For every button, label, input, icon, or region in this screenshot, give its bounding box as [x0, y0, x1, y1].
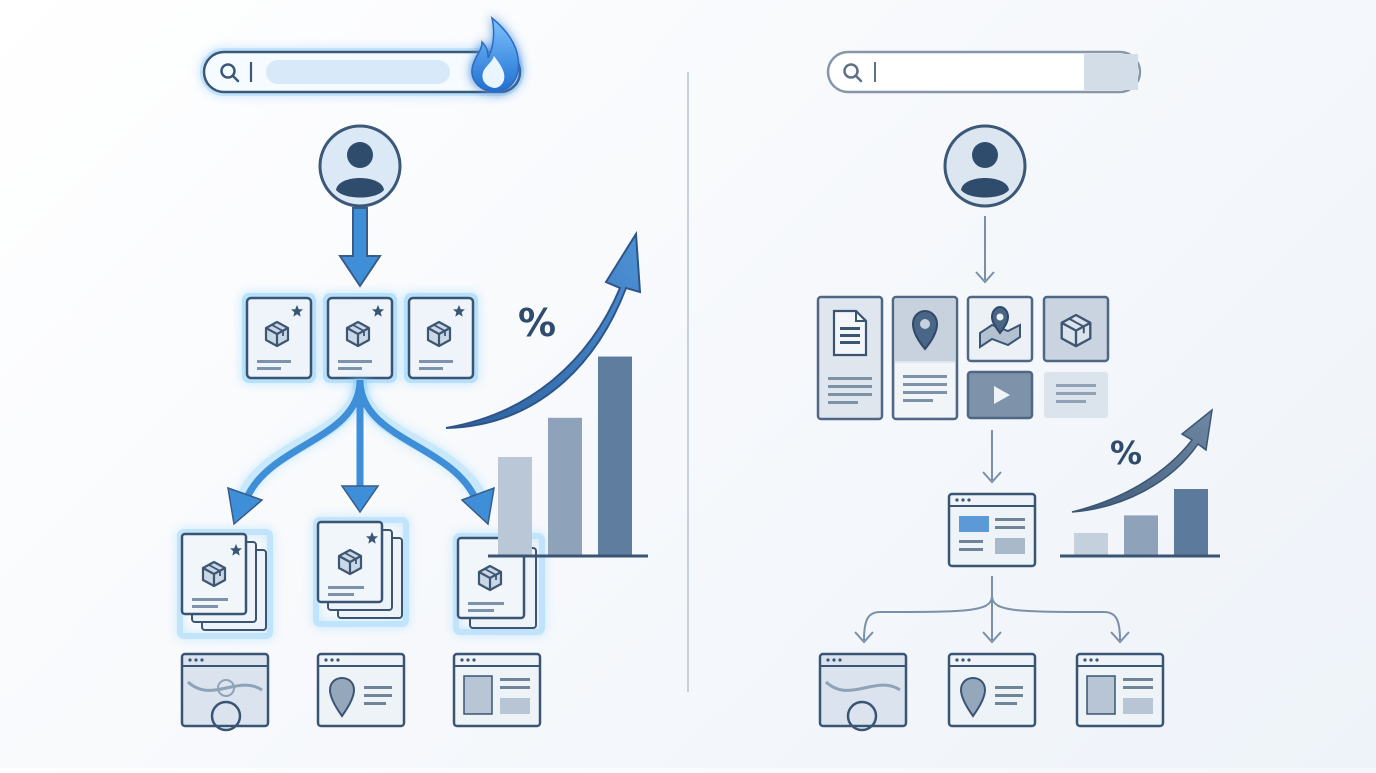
left-search-bar[interactable]	[200, 16, 524, 96]
left-panel: %	[177, 16, 648, 732]
result-card-location	[891, 295, 959, 421]
browser-window-location	[316, 652, 406, 728]
product-card	[323, 293, 397, 383]
card-stack	[453, 533, 545, 635]
chart-bar	[598, 356, 632, 555]
product-card	[404, 293, 478, 383]
search-icon	[220, 63, 240, 83]
result-card-product	[1042, 295, 1110, 363]
result-card-map	[966, 295, 1034, 363]
left-card-stacks	[177, 517, 545, 639]
right-result-grid	[816, 295, 1110, 421]
browser-window-image	[818, 652, 908, 732]
map-pin-icon	[911, 309, 939, 351]
right-merged-page	[947, 492, 1037, 568]
left-browser-windows	[180, 652, 542, 732]
left-arrow-down	[338, 207, 382, 288]
growth-arrow	[1071, 408, 1214, 513]
chart-bar	[1124, 515, 1158, 555]
document-icon	[832, 309, 868, 357]
right-branch-arrows	[854, 576, 1130, 644]
right-growth-chart: %	[1060, 408, 1220, 558]
browser-window-article	[1075, 652, 1165, 728]
browser-window-location	[947, 652, 1037, 728]
flame-icon	[471, 16, 520, 93]
chart-bar	[1074, 533, 1108, 555]
chart-bar	[1174, 489, 1208, 555]
right-browser-windows	[818, 652, 1165, 732]
right-panel: %	[816, 50, 1220, 732]
result-card-document	[816, 295, 884, 421]
right-arrow-down-2	[982, 430, 1002, 484]
percent-label: %	[518, 301, 556, 345]
map-icon	[979, 305, 1021, 349]
growth-arrow	[445, 230, 642, 429]
product-card	[242, 293, 316, 383]
percent-label: %	[1110, 434, 1142, 472]
card-stack	[177, 529, 273, 639]
result-card-video	[966, 370, 1034, 420]
result-card-text	[1044, 372, 1108, 418]
right-search-bar[interactable]	[826, 50, 1142, 94]
chart-bar	[548, 417, 582, 555]
chart-bar	[498, 457, 532, 555]
left-branch-arrows	[227, 379, 495, 526]
search-icon	[843, 63, 863, 83]
browser-window-image	[180, 652, 270, 732]
right-arrow-down	[975, 216, 995, 284]
play-icon	[994, 386, 1010, 404]
left-growth-chart: %	[445, 230, 648, 558]
card-stack	[313, 517, 409, 627]
browser-window-article	[452, 652, 542, 728]
left-user-avatar	[318, 124, 402, 208]
box-icon	[1060, 313, 1092, 348]
right-user-avatar	[943, 124, 1027, 208]
left-product-cards	[242, 293, 478, 383]
